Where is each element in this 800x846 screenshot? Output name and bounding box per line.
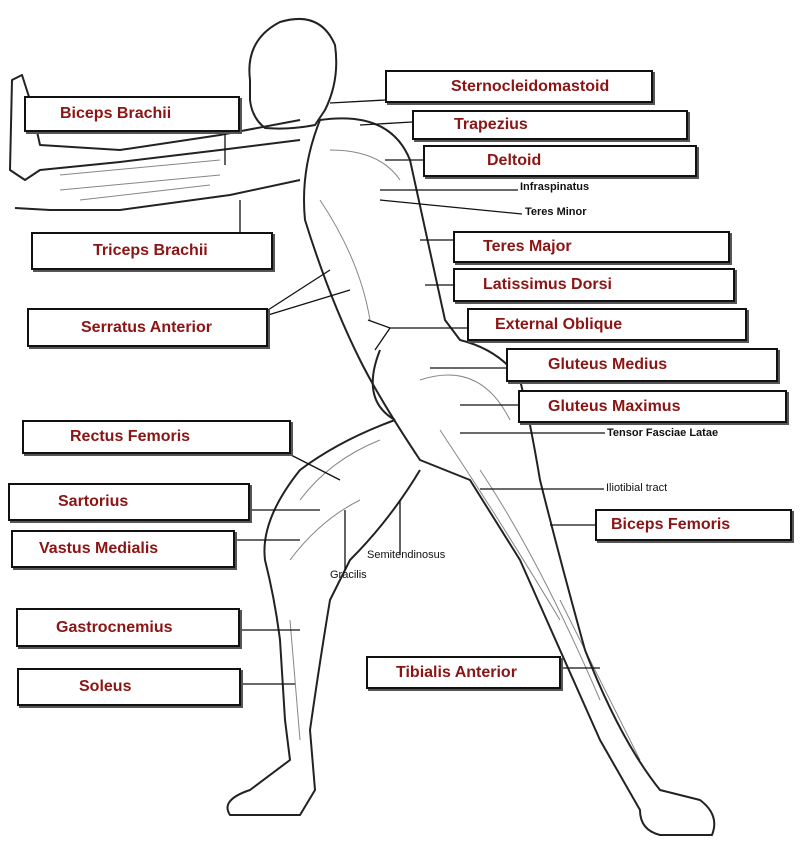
leader-lines (224, 99, 605, 685)
label-rectus-femoris: Rectus Femoris (22, 420, 291, 454)
label-tensor-fasciae-latae: Tensor Fasciae Latae (607, 427, 719, 439)
label-infraspinatus: Infraspinatus (520, 181, 590, 193)
label-serratus-anterior: Serratus Anterior (27, 308, 268, 347)
label-text: Sternocleidomastoid (451, 77, 610, 95)
label-sternocleidomastoid: Sternocleidomastoid (385, 70, 653, 103)
label-gastrocnemius: Gastrocnemius (16, 608, 240, 647)
label-text: Deltoid (487, 152, 542, 169)
label-vastus-medialis: Vastus Medialis (11, 530, 235, 568)
label-gluteus-medius: Gluteus Medius (506, 348, 778, 382)
label-latissimus-dorsi: Latissimus Dorsi (453, 268, 735, 302)
label-triceps-brachii: Triceps Brachii (31, 232, 273, 270)
label-gluteus-maximus: Gluteus Maximus (518, 390, 787, 423)
label-biceps-femoris: Biceps Femoris (595, 509, 792, 541)
label-biceps-brachii: Biceps Brachii (24, 96, 240, 132)
label-sartorius: Sartorius (8, 483, 250, 521)
label-teres-major: Teres Major (453, 231, 730, 263)
label-text: Biceps Brachii (60, 105, 172, 122)
label-text: Soleus (79, 678, 132, 695)
label-external-oblique: External Oblique (467, 308, 747, 341)
label-text: Teres Major (483, 238, 572, 255)
label-text: External Oblique (495, 315, 623, 333)
label-text: Sartorius (58, 493, 129, 510)
label-text: Vastus Medialis (39, 540, 159, 557)
label-text: Gluteus Medius (548, 356, 668, 373)
label-text: Rectus Femoris (70, 428, 191, 445)
label-text: Serratus Anterior (81, 318, 212, 336)
arm-outline (9, 74, 301, 181)
label-iliotibial-tract: Iliotibial tract (606, 482, 668, 494)
label-text: Gastrocnemius (56, 618, 173, 636)
label-teres-minor: Teres Minor (525, 206, 587, 218)
label-text: Gluteus Maximus (548, 397, 681, 415)
label-gracilis: Gracilis (330, 569, 367, 581)
torso-outline (303, 117, 716, 836)
label-text: Trapezius (454, 116, 528, 133)
label-semitendinosus: Semitendinosus (367, 549, 446, 561)
label-text: Tibialis Anterior (396, 663, 517, 681)
label-text: Latissimus Dorsi (483, 276, 612, 293)
head-outline (248, 17, 338, 130)
label-trapezius: Trapezius (412, 110, 688, 140)
front-leg-outline (226, 419, 421, 816)
label-tibialis-anterior: Tibialis Anterior (366, 656, 561, 689)
label-deltoid: Deltoid (423, 145, 697, 177)
label-text: Biceps Femoris (611, 516, 731, 533)
label-soleus: Soleus (17, 668, 241, 706)
label-text: Triceps Brachii (93, 242, 208, 259)
